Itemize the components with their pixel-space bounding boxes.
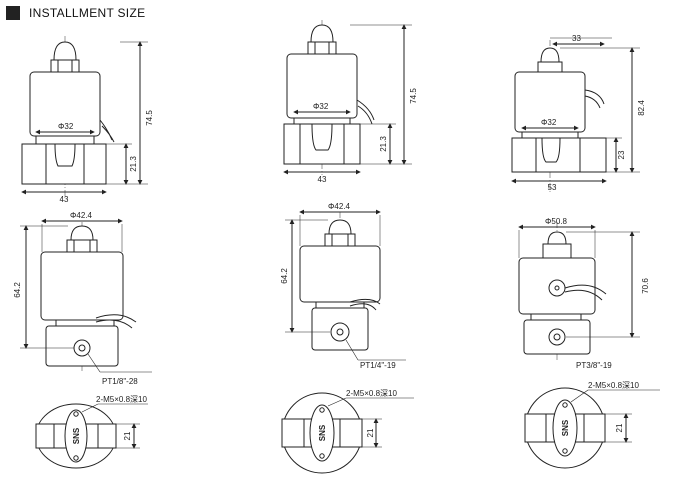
dim-c-body-height: 23 bbox=[617, 150, 626, 159]
dim-a-body-height: 21.3 bbox=[129, 156, 138, 172]
valve-bottom-view-g bbox=[35, 403, 148, 469]
dim-g-screw: 2-M5×0.8深10 bbox=[96, 395, 147, 404]
dim-a-diameter: Φ32 bbox=[58, 122, 74, 131]
dim-g-width: 21 bbox=[123, 431, 132, 440]
dim-c-top: 33 bbox=[572, 34, 581, 43]
brand-logo-h: SNS bbox=[318, 424, 327, 441]
dim-i-screw: 2-M5×0.8深10 bbox=[588, 381, 639, 390]
valve-front-view-c bbox=[511, 37, 640, 192]
valve-bottom-view-i bbox=[524, 387, 660, 469]
dim-a-width: 43 bbox=[60, 195, 69, 204]
brand-logo-g: SNS bbox=[72, 427, 81, 444]
section-title: INSTALLMENT SIZE bbox=[29, 6, 146, 20]
dim-f-diameter: Φ50.8 bbox=[545, 217, 568, 226]
dim-h-width: 21 bbox=[366, 428, 375, 437]
dim-d-diameter: Φ42.4 bbox=[70, 211, 93, 220]
valve-side-view-d bbox=[20, 218, 152, 373]
valve-side-view-f bbox=[518, 222, 640, 362]
dim-d-height: 64.2 bbox=[13, 282, 22, 298]
dim-a-height: 74.5 bbox=[145, 110, 154, 126]
dim-e-port: PT1/4"-19 bbox=[360, 361, 396, 370]
brand-logo-i: SNS bbox=[561, 419, 570, 436]
dim-e-diameter: Φ42.4 bbox=[328, 202, 351, 211]
dim-i-width: 21 bbox=[615, 423, 624, 432]
dim-b-height: 74.5 bbox=[409, 88, 418, 104]
dim-b-width: 43 bbox=[318, 175, 327, 184]
dim-b-diameter: Φ32 bbox=[313, 102, 329, 111]
section-header: INSTALLMENT SIZE bbox=[6, 4, 145, 22]
valve-side-view-e bbox=[285, 209, 406, 361]
valve-front-view-b bbox=[283, 20, 412, 175]
dim-c-diameter: Φ32 bbox=[541, 118, 557, 127]
dim-c-width: 53 bbox=[548, 183, 557, 192]
valve-front-view-a bbox=[21, 36, 148, 198]
dim-c-height: 82.4 bbox=[637, 100, 646, 116]
dim-b-body-height: 21.3 bbox=[379, 136, 388, 152]
dim-e-height: 64.2 bbox=[280, 268, 289, 284]
dim-f-port: PT3/8"-19 bbox=[576, 361, 612, 370]
valve-bottom-view-h bbox=[281, 392, 414, 474]
dim-f-height: 70.6 bbox=[641, 278, 650, 294]
dim-h-screw: 2-M5×0.8深10 bbox=[346, 389, 397, 398]
header-square-icon bbox=[6, 6, 20, 20]
dim-d-port: PT1/8"-28 bbox=[102, 377, 138, 386]
